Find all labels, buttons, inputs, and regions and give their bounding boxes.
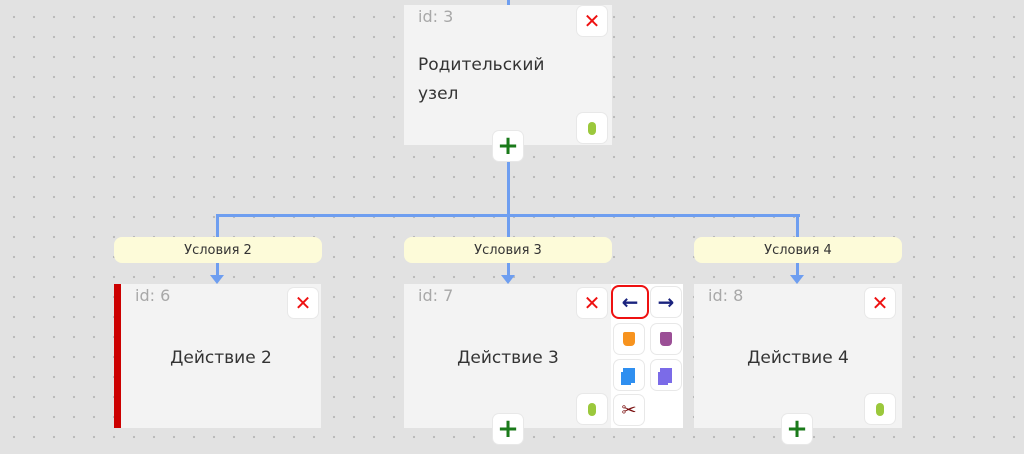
plus-icon: + xyxy=(497,131,519,161)
paint-brush-icon xyxy=(623,332,635,346)
node-title: Действие 3 xyxy=(457,348,559,368)
plus-icon: + xyxy=(497,414,519,444)
move-left-button[interactable]: ← xyxy=(613,287,647,317)
node-6[interactable]: id: 6 Действие 2 ✕ xyxy=(114,284,321,428)
arrow-right-icon: → xyxy=(657,290,675,314)
node-id: id: 8 xyxy=(708,286,744,305)
delete-button[interactable]: ✕ xyxy=(577,6,607,36)
condition-label[interactable]: Условия 4 xyxy=(694,237,902,263)
condition-text: Условия 3 xyxy=(474,242,542,258)
close-icon: ✕ xyxy=(583,9,601,33)
node-id: id: 3 xyxy=(418,7,454,26)
paint-orange-button[interactable] xyxy=(614,324,644,354)
mic-button[interactable] xyxy=(865,394,895,424)
mic-button[interactable] xyxy=(577,113,607,143)
add-child-button[interactable]: + xyxy=(493,414,523,444)
arrow-icon xyxy=(501,275,515,284)
copy-button[interactable] xyxy=(614,360,644,390)
node-id: id: 7 xyxy=(418,286,454,305)
mic-button[interactable] xyxy=(577,394,607,424)
microphone-icon xyxy=(876,402,884,416)
condition-label[interactable]: Условия 3 xyxy=(404,237,612,263)
delete-button[interactable]: ✕ xyxy=(577,288,607,318)
node-3[interactable]: id: 3 Родительский узел ✕ xyxy=(404,5,612,145)
node-toolbar: ← → ✂ xyxy=(611,284,683,428)
add-child-button[interactable]: + xyxy=(493,131,523,161)
scissors-icon: ✂ xyxy=(621,399,637,421)
copy-icon xyxy=(623,367,635,383)
move-right-button[interactable]: → xyxy=(651,287,681,317)
close-icon: ✕ xyxy=(583,291,601,315)
condition-text: Условия 4 xyxy=(764,242,832,258)
cut-button[interactable]: ✂ xyxy=(614,395,644,425)
microphone-icon xyxy=(588,121,596,135)
condition-text: Условия 2 xyxy=(184,242,252,258)
arrow-icon xyxy=(210,275,224,284)
node-id: id: 6 xyxy=(135,286,171,305)
copy-alt-button[interactable] xyxy=(651,360,681,390)
arrow-icon xyxy=(790,275,804,284)
node-title: Действие 4 xyxy=(747,348,849,368)
condition-label[interactable]: Условия 2 xyxy=(114,237,322,263)
copy-icon xyxy=(660,367,672,383)
plus-icon: + xyxy=(786,414,808,444)
node-title: Действие 2 xyxy=(170,348,272,368)
microphone-icon xyxy=(588,402,596,416)
connector xyxy=(507,0,510,5)
arrow-left-icon: ← xyxy=(621,290,639,314)
paint-brush-icon xyxy=(660,332,672,346)
close-icon: ✕ xyxy=(294,291,312,315)
add-child-button[interactable]: + xyxy=(782,414,812,444)
paint-purple-button[interactable] xyxy=(651,324,681,354)
delete-button[interactable]: ✕ xyxy=(288,288,318,318)
node-title: Родительский узел xyxy=(418,55,545,104)
node-8[interactable]: id: 8 Действие 4 ✕ xyxy=(694,284,902,428)
connector xyxy=(507,145,510,217)
delete-button[interactable]: ✕ xyxy=(865,288,895,318)
node-7[interactable]: id: 7 Действие 3 ✕ xyxy=(404,284,612,428)
close-icon: ✕ xyxy=(871,291,889,315)
